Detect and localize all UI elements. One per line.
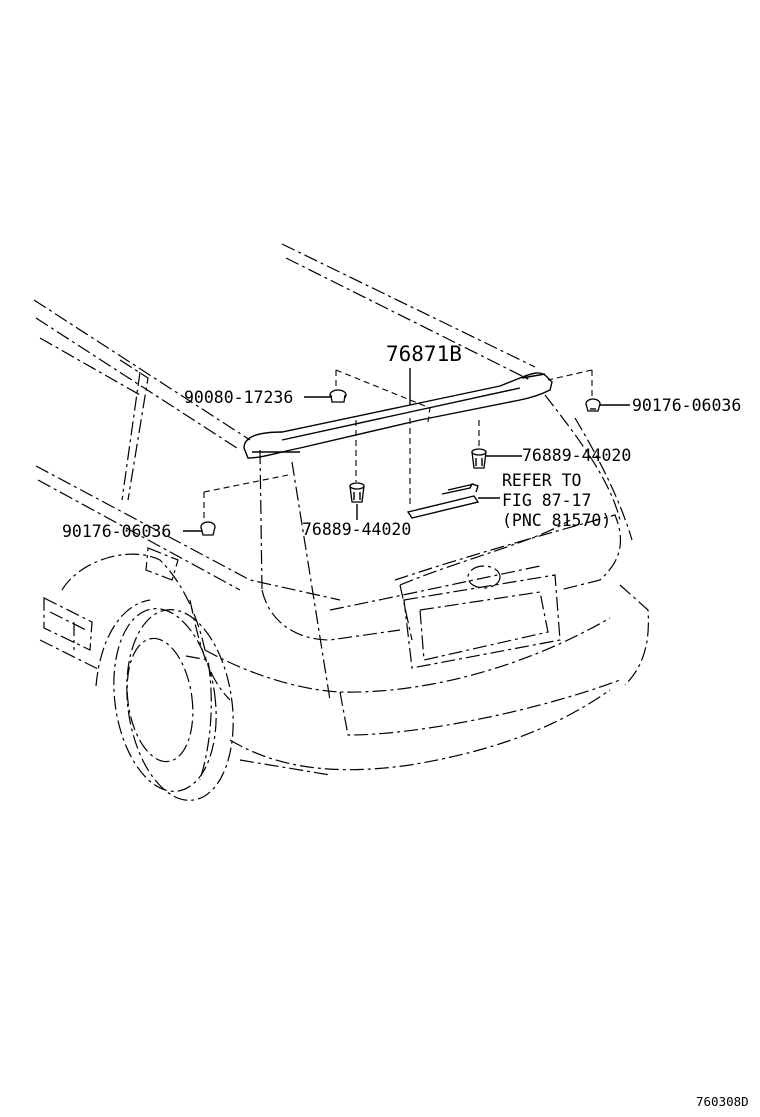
label-clip-lower-left: 90176-06036 [62, 522, 171, 541]
clip-lower-left-icon [200, 521, 216, 536]
figure-id: 760308D [696, 1094, 749, 1109]
label-clip-center: 76889-44020 [302, 520, 411, 539]
vehicle-outline [33, 243, 649, 801]
clip-center-icon [349, 482, 365, 503]
reference-line-3: (PNC 81570) [502, 511, 611, 530]
label-spoiler: 76871B [386, 342, 462, 366]
guide-lines [203, 369, 593, 520]
clip-upper-left-icon [329, 389, 347, 403]
reference-note: REFER TO FIG 87-17 (PNC 81570) [502, 471, 611, 530]
label-clip-upper-right: 90176-06036 [632, 396, 741, 415]
clip-upper-right-icon [585, 398, 601, 412]
clip-right-icon [471, 448, 487, 469]
reference-line-2: FIG 87-17 [502, 491, 591, 510]
label-clip-right: 76889-44020 [522, 446, 631, 465]
label-clip-upper-left: 90080-17236 [184, 388, 293, 407]
reference-line-1: REFER TO [502, 471, 581, 490]
rear-spoiler [243, 372, 553, 459]
leader-lines [183, 368, 630, 532]
stop-lamp-part [406, 483, 500, 519]
